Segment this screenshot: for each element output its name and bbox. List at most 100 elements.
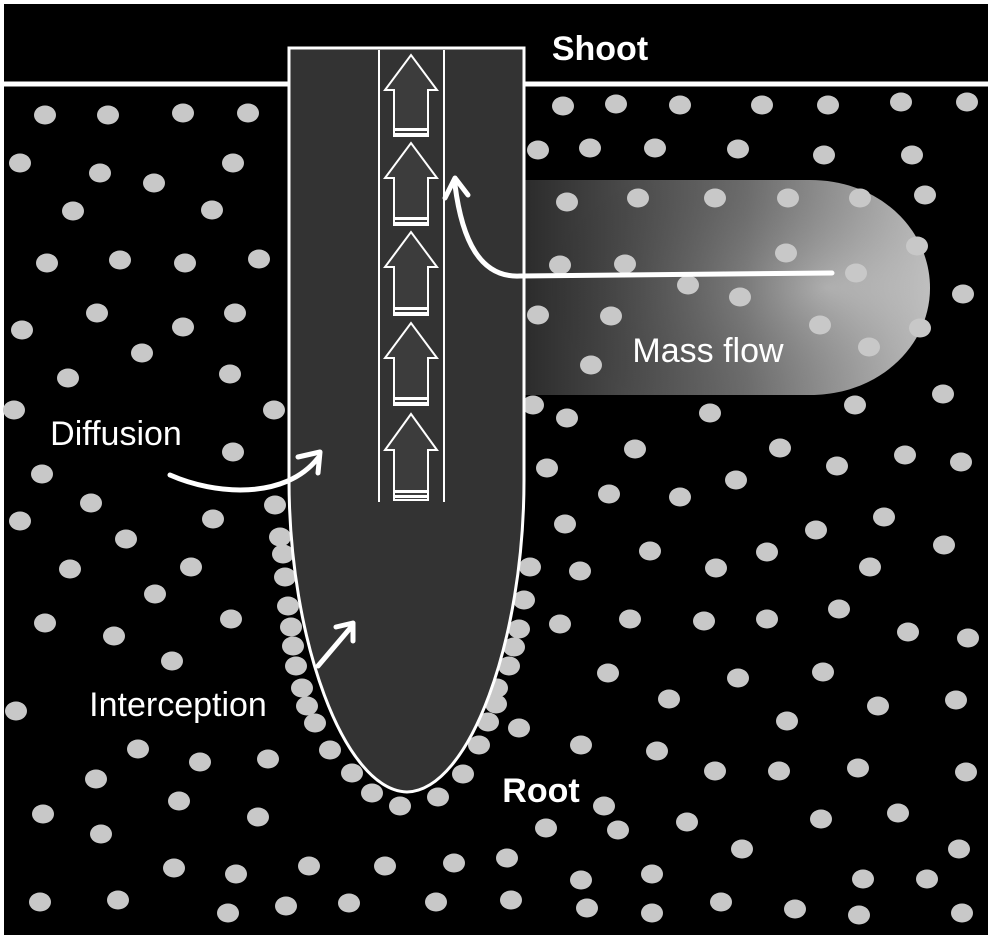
nutrient-particle bbox=[485, 694, 507, 714]
nutrient-particle bbox=[639, 541, 661, 561]
nutrient-particle bbox=[932, 384, 954, 404]
soil-particles bbox=[3, 92, 979, 925]
mass-flow-arrow-icon bbox=[442, 175, 835, 279]
interception-label: Interception bbox=[89, 686, 267, 724]
nutrient-particle bbox=[952, 284, 974, 304]
nutrient-particle bbox=[598, 484, 620, 504]
nutrient-particle bbox=[619, 609, 641, 629]
nutrient-particle bbox=[527, 305, 549, 325]
nutrient-particle bbox=[570, 735, 592, 755]
nutrient-particle bbox=[86, 303, 108, 323]
nutrient-particle bbox=[143, 173, 165, 193]
nutrient-particle bbox=[669, 487, 691, 507]
nutrient-particle bbox=[168, 791, 190, 811]
nutrient-particle bbox=[107, 890, 129, 910]
nutrient-particle bbox=[527, 140, 549, 160]
nutrient-particle bbox=[248, 249, 270, 269]
nutrient-particle bbox=[220, 609, 242, 629]
nutrient-particle bbox=[80, 493, 102, 513]
mass-flow-label: Mass flow bbox=[632, 332, 784, 370]
nutrient-particle bbox=[201, 200, 223, 220]
mass-flow-zone bbox=[520, 180, 930, 395]
nutrient-particle bbox=[646, 741, 668, 761]
nutrient-particle bbox=[710, 892, 732, 912]
nutrient-particle bbox=[704, 761, 726, 781]
nutrient-particle bbox=[34, 105, 56, 125]
nutrient-particle bbox=[374, 856, 396, 876]
nutrient-particle bbox=[257, 749, 279, 769]
nutrient-particle bbox=[951, 903, 973, 923]
nutrient-particle bbox=[9, 153, 31, 173]
nutrient-particle bbox=[222, 442, 244, 462]
nutrient-particle bbox=[452, 764, 474, 784]
diffusion-arrow-icon bbox=[167, 449, 323, 493]
nutrient-particle bbox=[237, 103, 259, 123]
xylem-arrows bbox=[383, 53, 439, 501]
nutrient-particle bbox=[813, 145, 835, 165]
nutrient-particle bbox=[847, 758, 869, 778]
nutrient-particle bbox=[361, 783, 383, 803]
nutrient-particle bbox=[477, 712, 499, 732]
nutrient-particle bbox=[725, 470, 747, 490]
nutrient-particle bbox=[522, 395, 544, 415]
nutrient-particle bbox=[848, 905, 870, 925]
shoot-label: Shoot bbox=[552, 30, 648, 68]
nutrient-particle bbox=[97, 105, 119, 125]
arrow-up-icon bbox=[383, 412, 439, 501]
nutrient-particle bbox=[945, 690, 967, 710]
nutrient-particle bbox=[189, 752, 211, 772]
nutrient-particle bbox=[556, 408, 578, 428]
nutrient-particle bbox=[59, 559, 81, 579]
nutrient-particle bbox=[274, 567, 296, 587]
nutrient-particle bbox=[727, 139, 749, 159]
nutrient-particle bbox=[769, 438, 791, 458]
nutrient-particle bbox=[536, 458, 558, 478]
nutrient-particle bbox=[549, 255, 571, 275]
nutrient-particle bbox=[705, 558, 727, 578]
nutrient-particle bbox=[699, 403, 721, 423]
nutrient-particle bbox=[219, 364, 241, 384]
nutrient-particle bbox=[57, 368, 79, 388]
nutrient-particle bbox=[894, 445, 916, 465]
nutrient-particle bbox=[338, 893, 360, 913]
nutrient-particle bbox=[508, 619, 530, 639]
nutrient-particle bbox=[776, 711, 798, 731]
nutrient-particle bbox=[873, 507, 895, 527]
nutrient-particle bbox=[9, 511, 31, 531]
nutrient-particle bbox=[812, 662, 834, 682]
nutrient-particle bbox=[427, 787, 449, 807]
nutrient-particle bbox=[90, 824, 112, 844]
nutrient-particle bbox=[341, 763, 363, 783]
nutrient-particle bbox=[503, 637, 525, 657]
nutrient-particle bbox=[180, 557, 202, 577]
nutrient-particle bbox=[627, 188, 649, 208]
nutrient-particle bbox=[225, 864, 247, 884]
nutrient-particle bbox=[955, 762, 977, 782]
nutrient-particle bbox=[535, 818, 557, 838]
nutrient-particle bbox=[784, 899, 806, 919]
nutrient-particle bbox=[756, 609, 778, 629]
nutrient-particle bbox=[109, 250, 131, 270]
nutrient-particle bbox=[500, 890, 522, 910]
nutrient-particle bbox=[756, 542, 778, 562]
nutrient-particle bbox=[217, 903, 239, 923]
nutrient-particle bbox=[914, 185, 936, 205]
xylem-vessel bbox=[378, 50, 445, 502]
nutrient-particle bbox=[5, 701, 27, 721]
nutrient-particle bbox=[552, 96, 574, 116]
nutrient-particle bbox=[272, 544, 294, 564]
nutrient-particle bbox=[867, 696, 889, 716]
nutrient-particle bbox=[669, 95, 691, 115]
nutrient-particle bbox=[36, 253, 58, 273]
nutrient-particle bbox=[85, 769, 107, 789]
interception-arrow-icon bbox=[315, 620, 356, 669]
nutrient-particle bbox=[31, 464, 53, 484]
nutrient-particle bbox=[304, 713, 326, 733]
nutrient-particle bbox=[950, 452, 972, 472]
nutrient-particle bbox=[3, 400, 25, 420]
nutrient-particle bbox=[549, 614, 571, 634]
nutrient-particle bbox=[263, 400, 285, 420]
nutrient-particle bbox=[906, 236, 928, 256]
